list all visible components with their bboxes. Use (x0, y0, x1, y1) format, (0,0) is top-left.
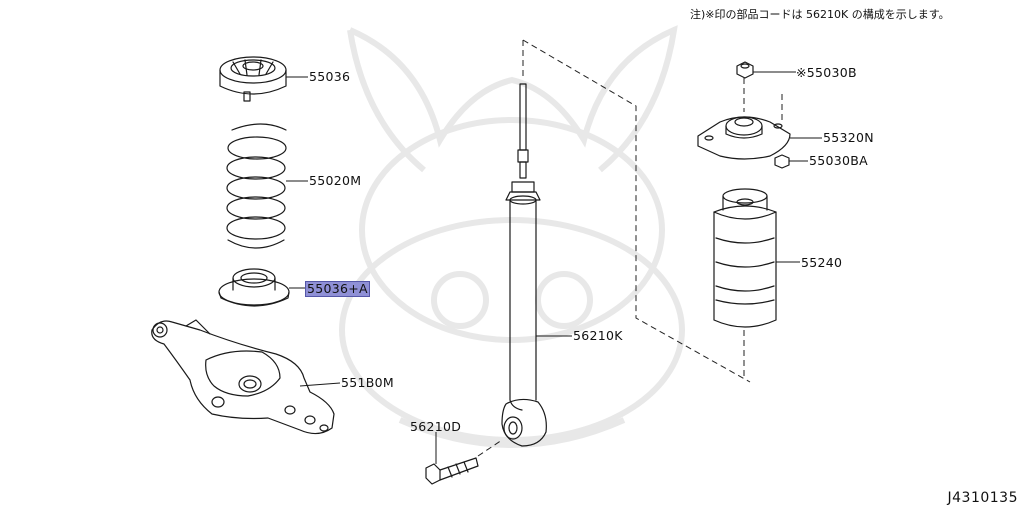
watermark-logo (339, 25, 685, 448)
callout-55240[interactable]: 55240 (801, 255, 843, 270)
lower-spring-seat-part (218, 268, 290, 307)
upper-spring-seat-part (219, 56, 287, 102)
lower-arm-part (151, 319, 335, 435)
coil-spring-part (226, 123, 287, 249)
bolt-part (425, 457, 479, 485)
callout-56210d[interactable]: 56210D (410, 419, 462, 434)
dashed-group-outline (477, 39, 783, 457)
leader-lines (286, 71, 822, 464)
bump-boot-part (713, 188, 777, 328)
callout-56210k[interactable]: 56210K (573, 328, 623, 343)
upper-mount-part (697, 116, 791, 160)
callout-55036-a-highlighted[interactable]: 55036+A (305, 281, 370, 297)
parts-note: 注)※印の部品コードは 56210K の構成を示します。 (690, 8, 950, 21)
callout-551b0m[interactable]: 551B0M (341, 375, 394, 390)
callout-55020m[interactable]: 55020M (309, 173, 362, 188)
callout-55030ba[interactable]: 55030BA (809, 153, 868, 168)
shock-absorber-part (501, 83, 547, 447)
small-nut-part (774, 154, 790, 169)
nut-part (736, 61, 754, 79)
figure-id: J4310135 (947, 490, 1018, 506)
callout-55036[interactable]: 55036 (309, 69, 351, 84)
callout-55030b[interactable]: ※55030B (796, 65, 857, 80)
callout-55320n[interactable]: 55320N (823, 130, 874, 145)
